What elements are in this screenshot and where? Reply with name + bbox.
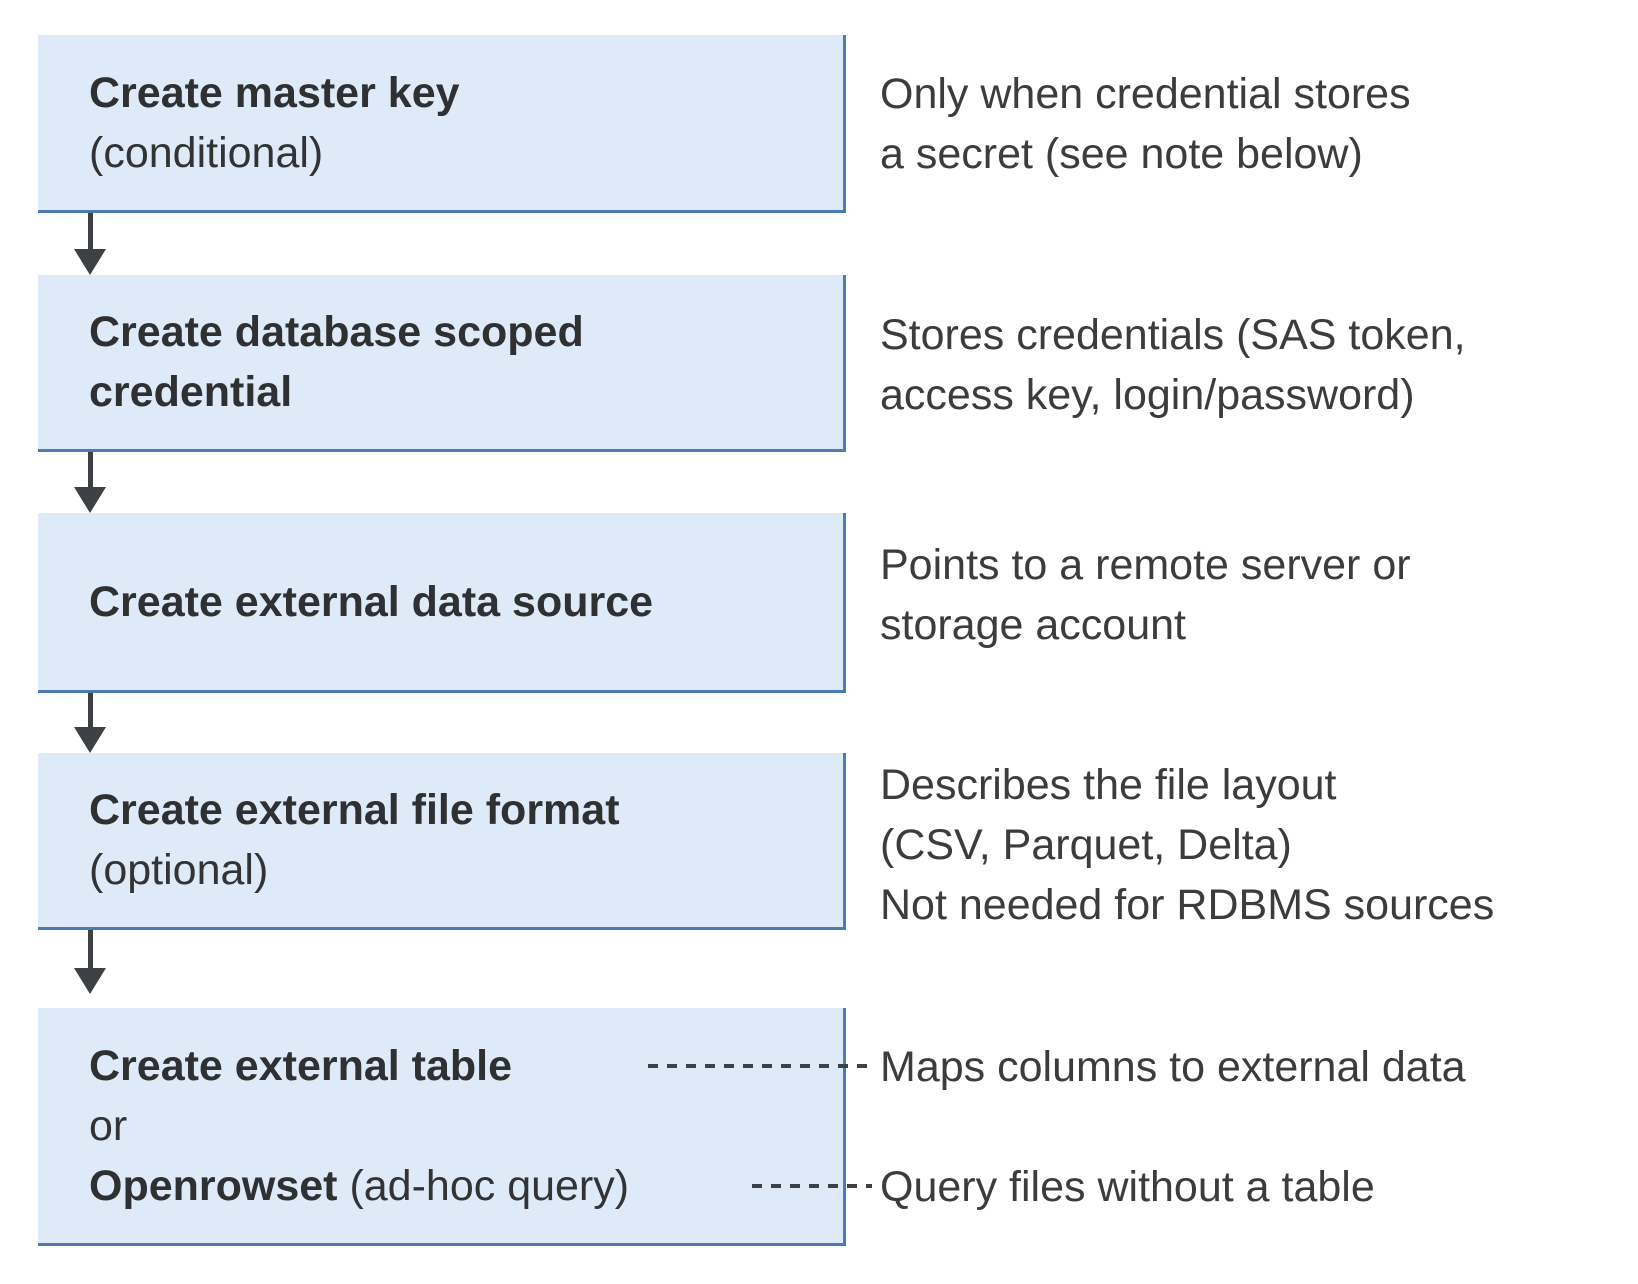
- arrow-head: [74, 727, 106, 753]
- note-line: Only when credential stores: [880, 70, 1411, 118]
- note-line: Query files without a table: [880, 1163, 1375, 1211]
- arrow-stem: [87, 930, 93, 972]
- note-line: Maps columns to external data: [880, 1043, 1466, 1091]
- note-database-scoped-credential: Stores credentials (SAS token, access ke…: [880, 305, 1466, 425]
- note-line: Points to a remote server or: [880, 541, 1411, 589]
- arrow-stem: [87, 452, 93, 491]
- alt-title-bold: Openrowset: [89, 1161, 338, 1210]
- note-line: Stores credentials (SAS token,: [880, 311, 1466, 359]
- note-line: storage account: [880, 601, 1186, 649]
- step-subtitle: (optional): [89, 846, 269, 894]
- step-title: Create external data source: [89, 577, 654, 626]
- step-title-line: credential: [89, 368, 293, 416]
- arrow-stem: [87, 693, 93, 731]
- flow-arrow-down-icon: [74, 213, 106, 275]
- note-line: Describes the file layout: [880, 761, 1337, 809]
- step-box-create-master-key: Create master key (conditional): [38, 35, 846, 213]
- note-openrowset: Query files without a table: [880, 1157, 1375, 1217]
- arrow-head: [74, 487, 106, 513]
- flow-arrow-down-icon: [74, 693, 106, 753]
- note-line: (CSV, Parquet, Delta): [880, 821, 1292, 869]
- step-box-database-scoped-credential: Create database scoped credential: [38, 275, 846, 452]
- step-title: Create master key: [89, 68, 460, 117]
- step-box-external-file-format: Create external file format (optional): [38, 753, 846, 930]
- arrow-head: [74, 968, 106, 994]
- step-subtitle: (conditional): [89, 128, 324, 177]
- step-box-external-table-or-openrowset: Create external table or Openrowset (ad-…: [38, 1008, 846, 1246]
- note-master-key: Only when credential stores a secret (se…: [880, 64, 1411, 184]
- step-title: Create external file format: [89, 786, 620, 834]
- step-box-external-data-source: Create external data source: [38, 513, 846, 693]
- arrow-stem: [87, 213, 93, 253]
- note-line: access key, login/password): [880, 371, 1415, 419]
- flow-arrow-down-icon: [74, 452, 106, 513]
- step-title: Create external table: [89, 1041, 513, 1090]
- note-external-data-source: Points to a remote server or storage acc…: [880, 535, 1411, 655]
- note-external-table: Maps columns to external data: [880, 1037, 1466, 1097]
- dashed-connector-external-table: [648, 1064, 872, 1068]
- alt-title-rest: (ad-hoc query): [337, 1161, 630, 1210]
- dashed-connector-openrowset: [752, 1184, 872, 1188]
- alt-step-title: Openrowset (ad-hoc query): [89, 1156, 843, 1216]
- arrow-head: [74, 249, 106, 275]
- note-line: Not needed for RDBMS sources: [880, 881, 1495, 929]
- flow-arrow-down-icon: [74, 930, 106, 994]
- note-external-file-format: Describes the file layout (CSV, Parquet,…: [880, 755, 1494, 935]
- note-line: a secret (see note below): [880, 130, 1363, 178]
- or-label: or: [89, 1101, 128, 1150]
- step-title-line: Create database scoped: [89, 308, 584, 356]
